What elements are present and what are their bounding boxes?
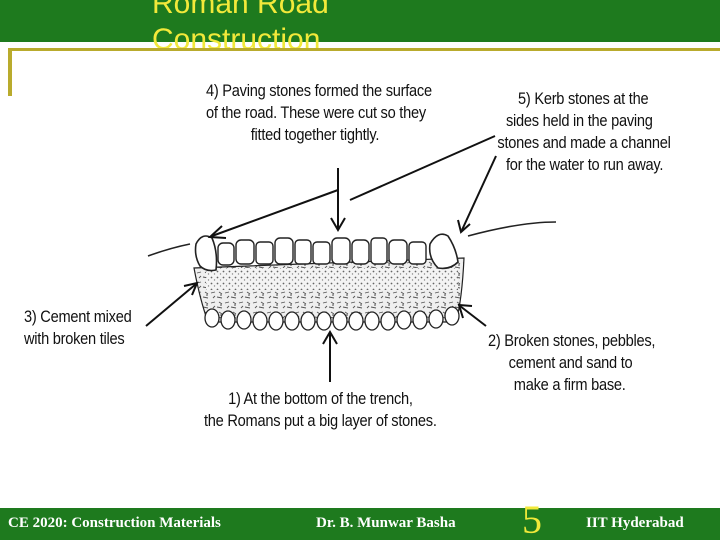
arrow-cement [145,283,197,327]
title-bar [0,0,720,42]
annotation-arrows [145,135,497,382]
slide-title-line-1: Roman Road [152,0,329,20]
arrow-kerb-right [461,155,497,231]
label-cement-line-1: 3) Cement mixed [24,307,132,326]
label-kerb-line-4: for the water to run away. [506,155,664,174]
ground-line-right [467,221,557,237]
accent-line-vertical [8,48,12,96]
label-broken-line-2: cement and sand to [508,353,633,372]
label-broken-stones: 2) Broken stones, pebbles, cement and sa… [488,330,655,396]
paving-stones [217,237,427,266]
footer-course: CE 2020: Construction Materials [8,515,221,531]
cement-layer [206,268,458,290]
footer-author: Dr. B. Munwar Basha [316,515,456,531]
kerb-stone-left [194,235,218,272]
label-kerb-line-2: sides held in the paving [506,111,653,130]
label-paving-stones: 4) Paving stones formed the surface of t… [206,80,432,146]
label-paving-line-1: 4) Paving stones formed the surface [206,81,432,100]
label-cement: 3) Cement mixed with broken tiles [24,306,132,350]
label-paving-line-2: of the road. These were cut so they [206,103,426,122]
kerb-stone-right [428,233,459,270]
page-number: 5 [522,497,542,542]
ground-line-left [147,243,191,257]
arrow-paving-left [211,189,339,237]
label-paving-line-3: fitted together tightly. [250,125,380,144]
label-kerb-stones: 5) Kerb stones at the sides held in the … [497,88,670,176]
label-bottom-layer: 1) At the bottom of the trench, the Roma… [204,388,437,432]
arrow-kerb-left [349,135,496,201]
label-cement-line-2: with broken tiles [24,329,125,348]
label-bottom-line-2: the Romans put a big layer of stones. [204,411,437,430]
label-kerb-line-3: stones and made a channel [497,133,671,152]
footer-institute: IIT Hyderabad [586,515,684,531]
label-broken-line-1: 2) Broken stones, pebbles, [488,331,656,350]
label-bottom-line-1: 1) At the bottom of the trench, [228,389,413,408]
accent-line-horizontal [8,48,720,51]
label-broken-line-3: make a firm base. [513,375,626,394]
arrow-broken [459,305,487,327]
bottom-stones [204,306,460,331]
label-kerb-line-1: 5) Kerb stones at the [518,89,649,108]
footer-bar [0,508,720,540]
